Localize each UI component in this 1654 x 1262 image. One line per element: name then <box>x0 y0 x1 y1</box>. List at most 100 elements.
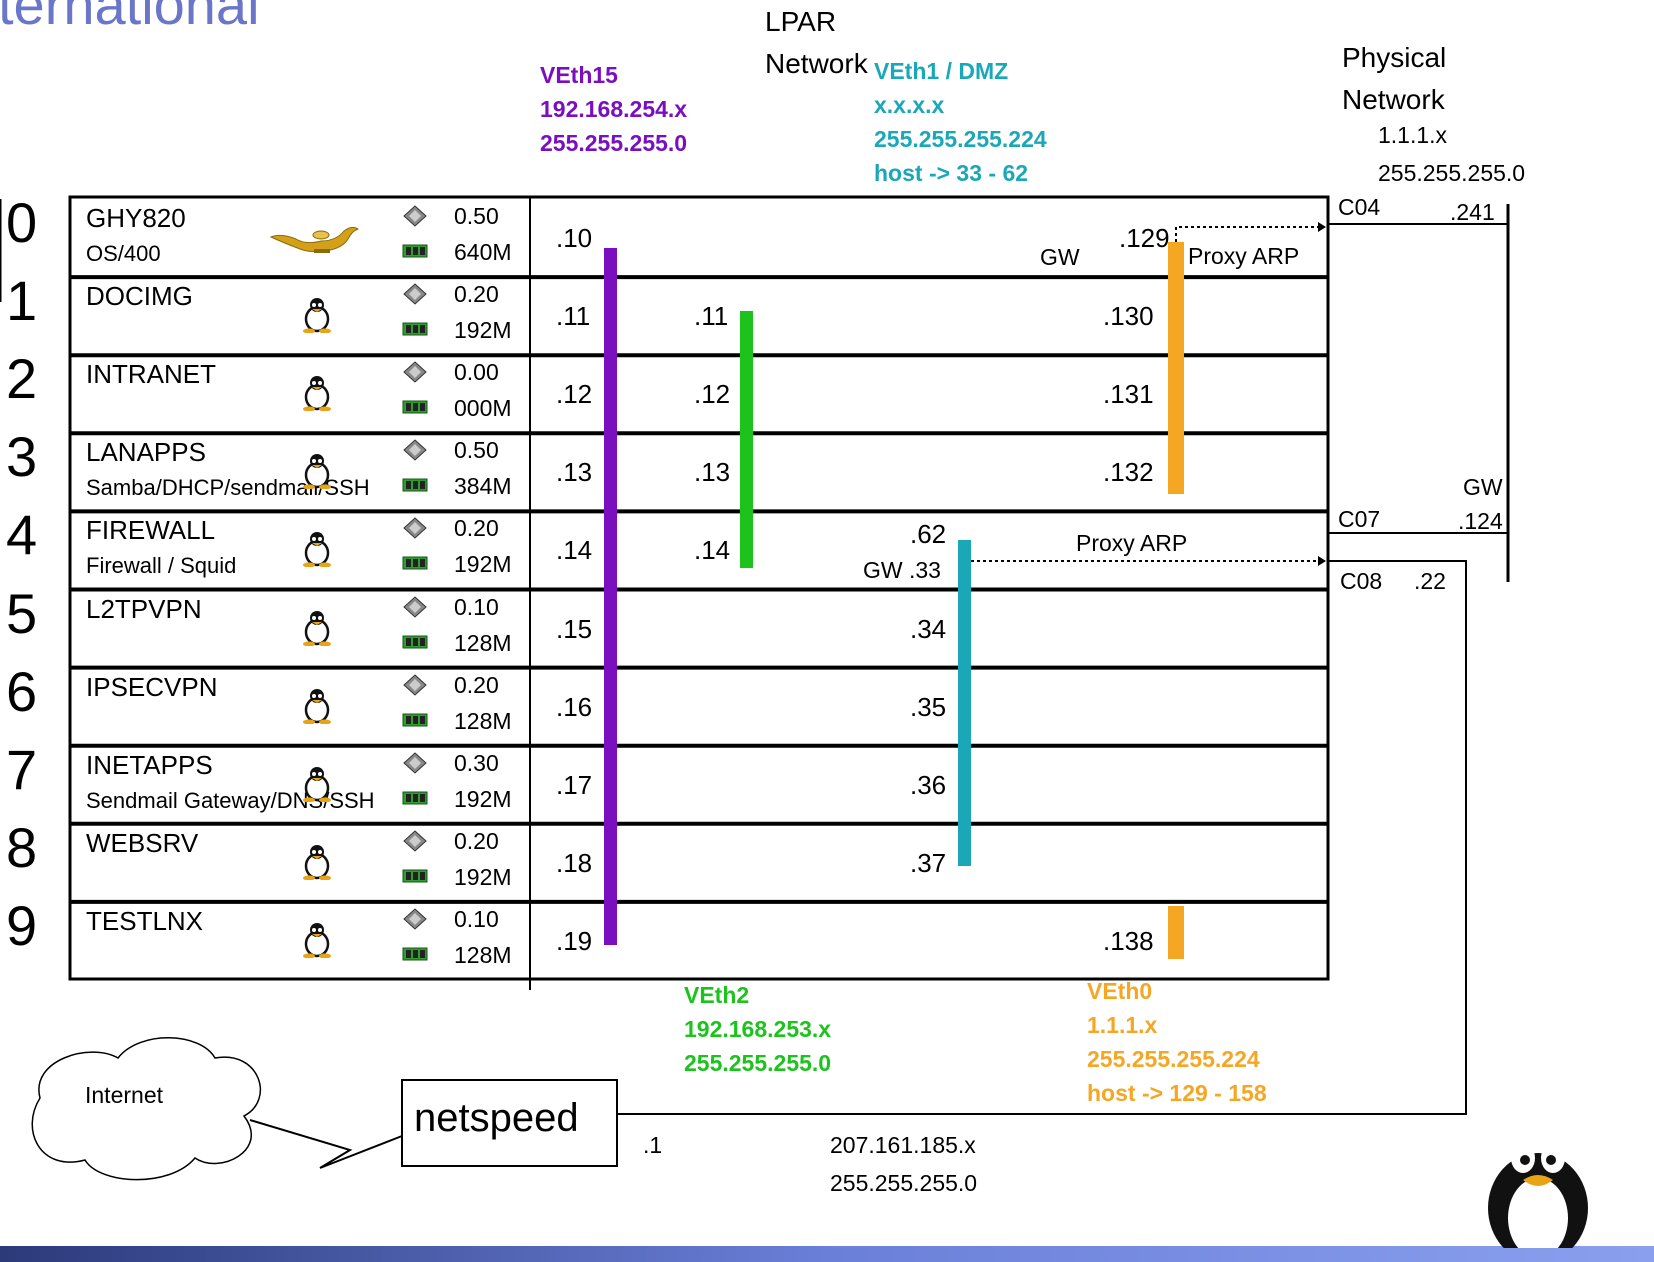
gw-33-label: GW .33 <box>863 557 941 583</box>
veth0-address: .132 <box>1103 457 1154 488</box>
veth2-bar <box>740 311 753 568</box>
veth2-address: .11 <box>694 301 729 332</box>
memory-module-icon <box>402 712 428 733</box>
memory-module-icon <box>402 634 428 655</box>
linux-icon <box>300 610 334 651</box>
linux-icon <box>300 766 334 807</box>
c04-label: C04 <box>1338 194 1381 220</box>
cpu-allocation: 0.00 <box>454 359 499 386</box>
lpar-number: 1 <box>6 269 38 333</box>
memory-module-icon <box>402 790 428 811</box>
cpu-allocation: 0.10 <box>454 593 499 620</box>
veth15-address: .19 <box>556 925 593 956</box>
veth2-label: VEth2 192.168.253.x 255.255.255.0 <box>684 978 831 1080</box>
veth15-label: VEth15 192.168.254.x 255.255.255.0 <box>540 58 687 160</box>
dmz-address: .36 <box>910 769 947 800</box>
c08-wan-link <box>618 560 1467 1115</box>
partition-name: IPSECVPN <box>86 671 218 702</box>
cpu-chip-icon <box>402 673 428 701</box>
veth0-line-4: host -> 129 - 158 <box>1087 1080 1267 1106</box>
memory-allocation: 384M <box>454 473 512 500</box>
lightning-link-icon <box>249 1119 403 1169</box>
veth1-line-2: x.x.x.x <box>874 92 945 118</box>
netspeed-label: netspeed <box>414 1096 579 1140</box>
lpar-network-line-2: Network <box>765 48 868 79</box>
veth0-address: .130 <box>1103 301 1154 332</box>
cpu-chip-icon <box>402 752 428 779</box>
linux-icon <box>300 844 334 885</box>
cpu-chip-icon <box>402 595 428 623</box>
c08-label: C08 <box>1340 568 1383 594</box>
netspeed-box <box>401 1079 618 1167</box>
memory-module-icon <box>402 555 428 576</box>
memory-allocation: 640M <box>454 239 512 265</box>
veth15-address: .11 <box>556 301 591 332</box>
proxy-arp-label-top: Proxy ARP <box>1188 243 1300 269</box>
memory-allocation: 192M <box>454 317 512 344</box>
partition-description: Sendmail Gateway/DNS/SSH <box>86 787 375 813</box>
veth1-line-3: 255.255.255.224 <box>874 126 1047 152</box>
physical-network-line-2: Network <box>1342 84 1445 115</box>
memory-module-icon <box>402 477 428 498</box>
lpar-number: 6 <box>6 659 38 723</box>
partition-name: INTRANET <box>86 359 216 390</box>
bottom-bar <box>0 1246 1654 1262</box>
lpar-number: 4 <box>6 503 38 567</box>
memory-module-icon <box>402 868 428 889</box>
wan-network-label: 207.161.185.x <box>830 1132 976 1158</box>
dmz-address: .35 <box>910 691 947 722</box>
partition-name: INETAPPS <box>86 749 213 780</box>
memory-allocation: 128M <box>454 629 512 656</box>
arrow-head-icon <box>1318 556 1326 566</box>
veth15-address: .17 <box>556 769 593 800</box>
veth0-bar-testlnx <box>1168 906 1184 959</box>
dmz-address: .34 <box>910 613 947 644</box>
partition-name: WEBSRV <box>86 827 199 858</box>
linux-icon <box>300 531 334 572</box>
memory-module-icon <box>402 399 428 420</box>
cpu-chip-icon <box>402 908 428 935</box>
partition-name: GHY820 <box>86 203 186 233</box>
partition-name: FIREWALL <box>86 515 216 546</box>
cpu-chip-icon <box>402 439 428 466</box>
memory-allocation: 128M <box>454 941 512 968</box>
veth15-line-1: VEth15 <box>540 62 618 88</box>
veth1-dmz-label: VEth1 / DMZ x.x.x.x 255.255.255.224 host… <box>874 54 1047 190</box>
lpar-network-line-1: LPAR <box>765 6 837 37</box>
veth1-line-4: host -> 33 - 62 <box>874 160 1029 186</box>
veth15-line-2: 192.168.254.x <box>540 96 688 122</box>
veth15-address: .13 <box>556 457 593 488</box>
memory-allocation: 192M <box>454 863 512 890</box>
partition-description: Samba/DHCP/sendmail/SSH <box>86 475 370 501</box>
partition-description: Firewall / Squid <box>86 553 237 579</box>
cpu-chip-icon <box>402 517 428 544</box>
linux-icon <box>300 453 334 494</box>
veth15-address: .18 <box>556 847 593 878</box>
wan-mask-label: 255.255.255.0 <box>830 1170 978 1196</box>
ip-22-label: .22 <box>1414 568 1446 594</box>
linux-icon <box>300 297 334 338</box>
lpar-number: 0 <box>6 191 38 254</box>
linux-icon <box>300 688 334 729</box>
magic-lamp-icon <box>266 215 366 260</box>
veth2-line-2: 192.168.253.x <box>684 1016 832 1042</box>
cpu-allocation: 0.20 <box>454 281 499 308</box>
veth15-address: .10 <box>556 223 593 253</box>
partition-description: OS/400 <box>86 241 161 266</box>
memory-allocation: 192M <box>454 551 512 578</box>
cpu-allocation: 0.50 <box>454 203 499 229</box>
cpu-allocation: 0.20 <box>454 827 499 854</box>
veth2-line-1: VEth2 <box>684 982 750 1008</box>
cpu-allocation: 0.20 <box>454 671 499 698</box>
dmz-address: .62 <box>910 519 947 550</box>
cpu-allocation: 0.20 <box>454 515 499 542</box>
linux-icon <box>300 922 334 963</box>
memory-module-icon <box>402 243 428 264</box>
cpu-chip-icon <box>402 283 428 310</box>
partition-name: L2TPVPN <box>86 593 202 624</box>
cpu-chip-icon <box>402 361 428 388</box>
cpu-chip-icon <box>402 830 428 857</box>
veth15-address: .14 <box>556 535 593 566</box>
veth2-line-3: 255.255.255.0 <box>684 1050 832 1076</box>
